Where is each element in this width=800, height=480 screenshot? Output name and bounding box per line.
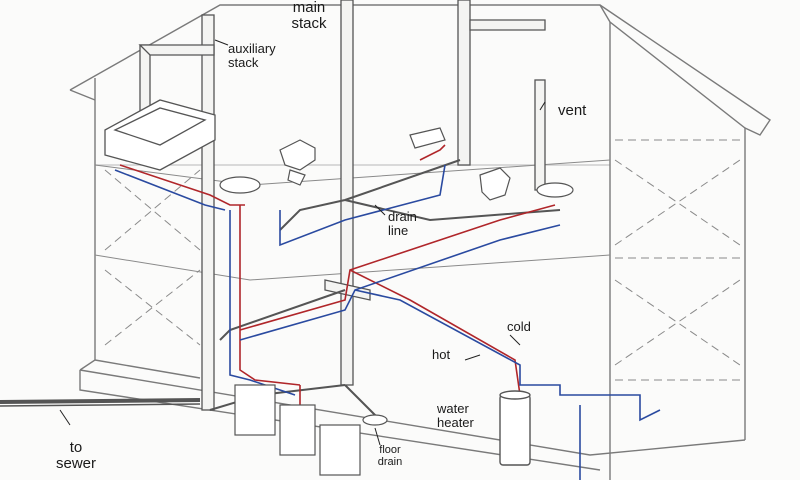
drain-line-label-line1: drain: [388, 209, 417, 224]
to-sewer-label-line1: to: [69, 439, 83, 456]
main-stack-label: main stack: [285, 0, 333, 32]
to-sewer-label: to sewer: [48, 440, 104, 472]
drain-line-label: drain line: [388, 210, 417, 237]
toilet-upper: [279, 127, 511, 201]
cold-label: cold: [507, 319, 531, 334]
vent-label: vent: [558, 102, 587, 119]
water-heater-label-line2: heater: [437, 414, 474, 430]
floor-drain-label-line2: drain: [377, 455, 403, 468]
auxiliary-stack-label-line2: stack: [228, 54, 259, 70]
hot-label: hot: [432, 347, 451, 362]
auxiliary-stack-label: auxiliary stack: [228, 42, 276, 69]
water-heater-label-line1: water: [437, 401, 469, 416]
drain-line-label-line2: line: [388, 222, 409, 238]
label-leaders: [59, 39, 546, 446]
floor-drain-label: floor drain: [372, 444, 408, 468]
main-stack-label-line1: main: [292, 0, 326, 16]
floor-drain: [362, 414, 388, 426]
laundry-fixtures: [234, 384, 361, 476]
water-heater: [499, 390, 531, 466]
floor-drain-label-line1: floor: [379, 444, 401, 456]
main-stack-label-line2: stack: [291, 14, 327, 32]
auxiliary-stack-label-line1: auxiliary: [228, 41, 276, 56]
main-stack-pipe: [138, 0, 546, 411]
water-heater-label: water heater: [437, 402, 474, 429]
drain-lines: [0, 159, 561, 421]
house-outline: [69, 4, 771, 480]
hot-water-lines: [119, 144, 556, 420]
to-sewer-label-line2: sewer: [55, 454, 96, 472]
sink-upper: [219, 176, 574, 198]
interior-walls: [104, 139, 741, 381]
bathtub: [104, 99, 216, 171]
